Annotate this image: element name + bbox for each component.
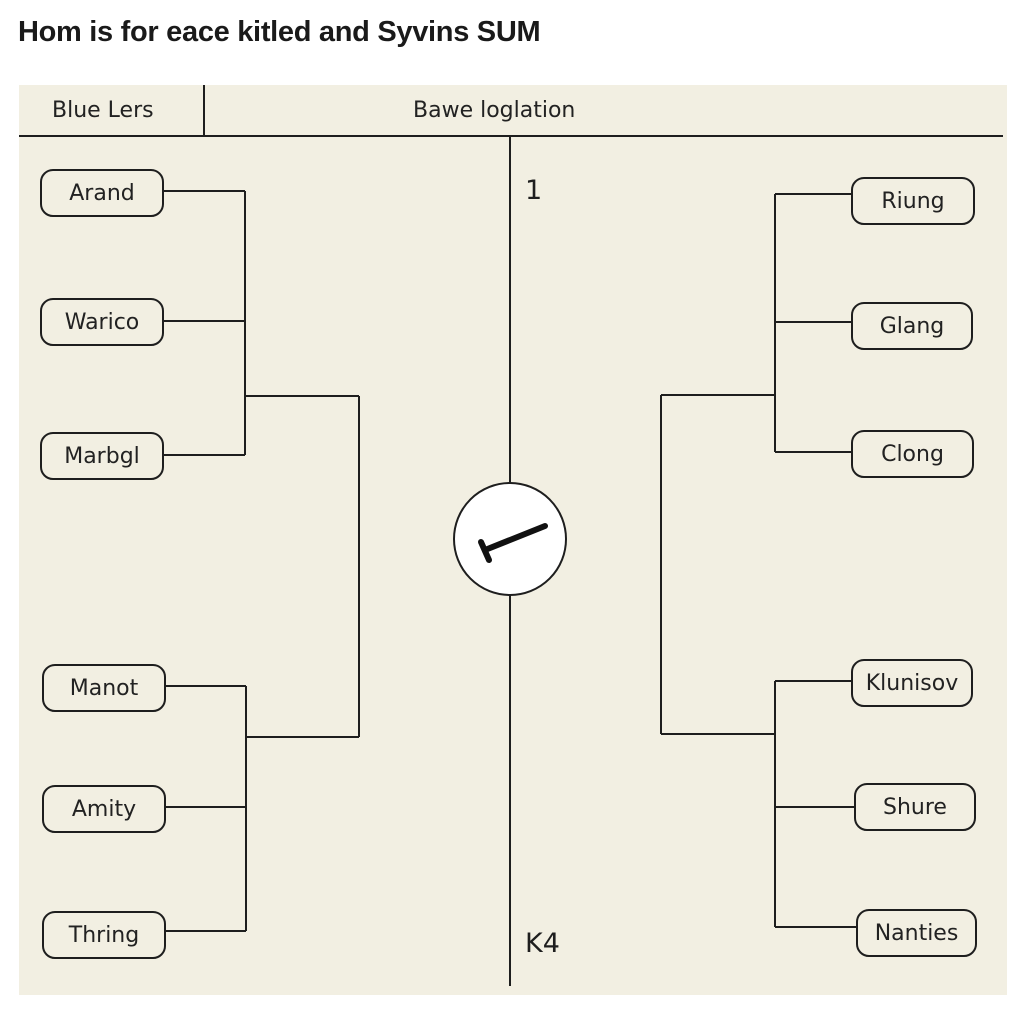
right-node-3[interactable]: Clong [851,430,974,478]
right-node-2[interactable]: Glang [851,302,973,350]
marker-top: 1 [525,175,543,206]
left-node-2[interactable]: Warico [40,298,164,346]
center-championship-disc[interactable] [453,482,567,596]
marker-bottom: K4 [525,928,560,959]
header-left-label: Blue Lers [52,98,154,123]
hammer-icon [478,523,548,563]
right-node-1[interactable]: Riung [851,177,975,225]
right-node-4[interactable]: Klunisov [851,659,973,707]
left-node-3[interactable]: Marbgl [40,432,164,480]
left-node-4[interactable]: Manot [42,664,166,712]
right-node-5[interactable]: Shure [854,783,976,831]
left-node-1[interactable]: Arand [40,169,164,217]
right-node-6[interactable]: Nanties [856,909,977,957]
left-node-6[interactable]: Thring [42,911,166,959]
page-title: Hom is for eace kitled and Syvins SUM [18,16,541,48]
left-node-5[interactable]: Amity [42,785,166,833]
header-right-label: Bawe loglation [413,98,576,123]
